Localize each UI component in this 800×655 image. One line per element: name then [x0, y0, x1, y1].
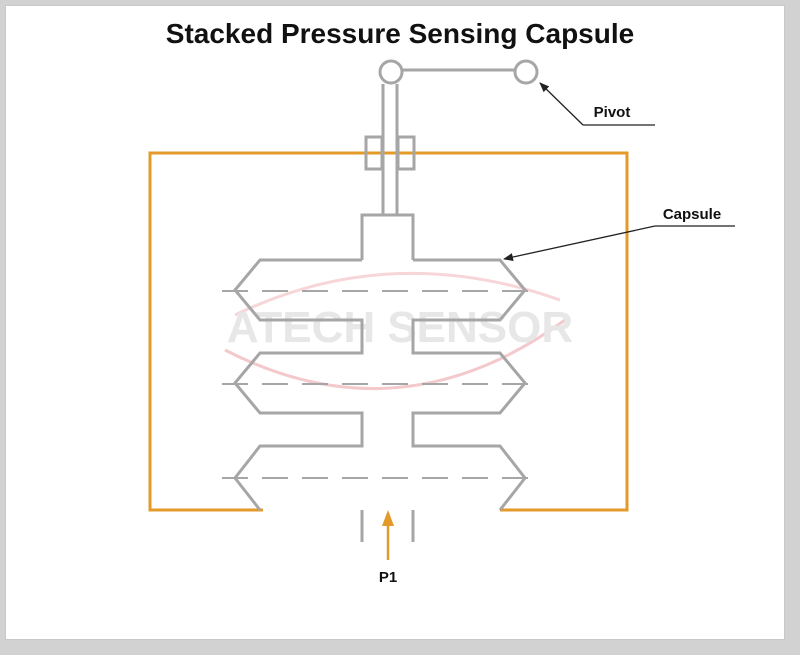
capsule-centerlines — [222, 290, 540, 479]
housing-outline — [148, 151, 629, 512]
pivot-label: Pivot — [594, 104, 631, 121]
diagram-title: Stacked Pressure Sensing Capsule — [165, 18, 635, 49]
watermark: ATECH SENSOR — [224, 271, 573, 390]
stacked-capsule — [233, 213, 527, 542]
lever-arm — [378, 59, 539, 85]
pivot-joint — [513, 59, 539, 85]
capsule-callout: Capsule — [503, 206, 735, 261]
pressure-arrow: P1 — [379, 510, 397, 586]
capsule-label: Capsule — [663, 206, 721, 223]
push-rod — [364, 84, 416, 215]
pressure-label: P1 — [379, 569, 397, 586]
watermark-text: ATECH SENSOR — [227, 303, 573, 352]
diagram-frame — [5, 5, 785, 640]
rod-joint — [378, 59, 404, 85]
pivot-callout: Pivot — [539, 82, 655, 126]
